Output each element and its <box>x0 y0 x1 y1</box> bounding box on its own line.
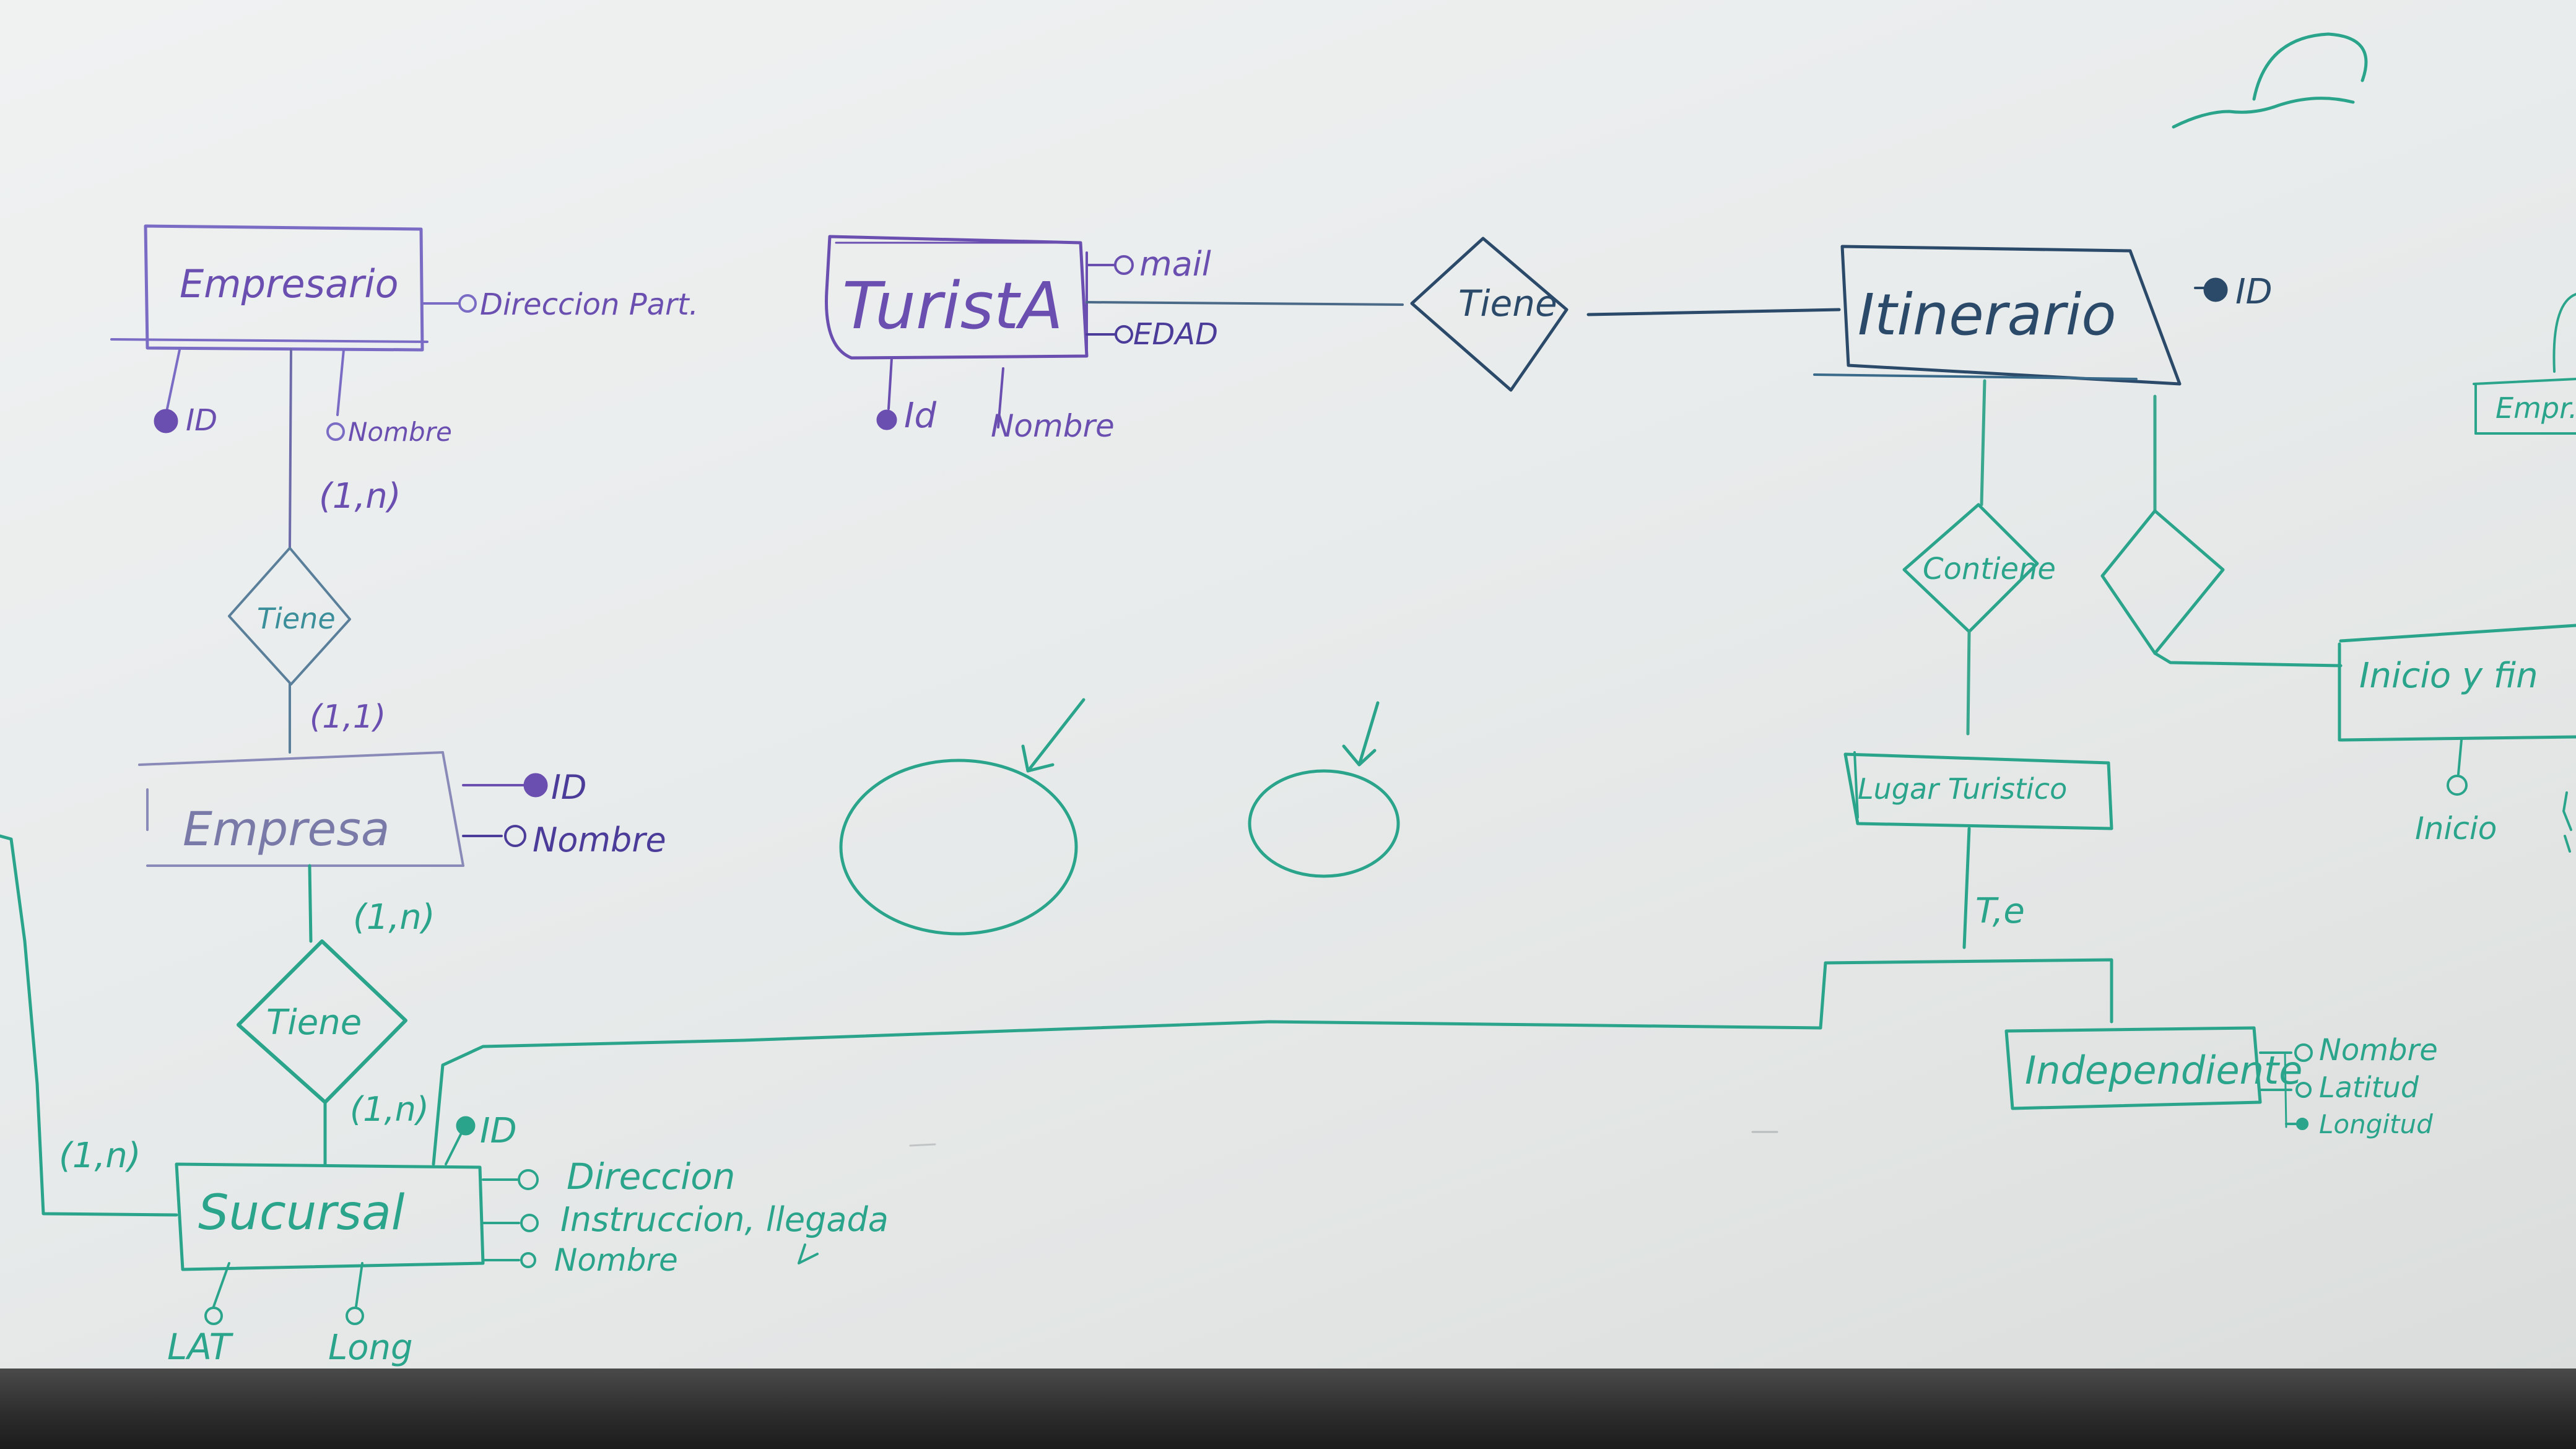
svg-text:Inicio: Inicio <box>2415 811 2497 846</box>
attr-independiente-nombre: Nombre <box>2259 1033 2438 1068</box>
entity-lugar-turistico-label: Lugar Turistico <box>1858 772 2067 806</box>
card-empresa-tiene-bottom: (1,n) <box>353 897 435 938</box>
relationship-tiene-empresario-empresa: Tiene <box>228 547 351 685</box>
attr-empresario-nombre: Nombre <box>326 349 452 447</box>
entity-empresario: Empresario <box>110 224 429 352</box>
svg-text:mail: mail <box>1139 245 1211 284</box>
entity-independiente-label: Independiente <box>2025 1048 2302 1093</box>
relationship-tiene-empresa-sucursal: Tiene <box>237 939 407 1104</box>
attr-independiente-latitud: Latitud <box>2259 1071 2419 1104</box>
attr-turista-mail: mail <box>1086 245 1211 357</box>
doodle-top-right <box>2172 32 2368 129</box>
svg-text:Longitud: Longitud <box>2319 1109 2433 1139</box>
relationship-unlabeled <box>2100 509 2225 655</box>
attr-sucursal-direccion: Direccion <box>482 1155 735 1198</box>
attr-itinerario-id: ID <box>2194 272 2273 312</box>
svg-text:Direccion: Direccion <box>567 1155 735 1198</box>
attr-sucursal-long: Long <box>328 1262 413 1368</box>
attr-empresa-id: ID <box>462 768 587 807</box>
attr-turista-id: Id <box>876 357 937 436</box>
svg-text:Instruccion, llegada: Instruccion, llegada <box>560 1200 889 1239</box>
svg-text:Id: Id <box>904 396 937 436</box>
card-sucursal-tiene: (1,n) <box>350 1090 429 1129</box>
svg-text:Nombre: Nombre <box>348 417 452 447</box>
svg-text:Latitud: Latitud <box>2319 1071 2419 1104</box>
entity-empresa-partial: Empr... <box>2473 293 2576 435</box>
entity-inicio-fin: Inicio y fin <box>2338 624 2576 742</box>
svg-text:ID: ID <box>2235 272 2273 312</box>
entity-independiente: Independiente <box>2004 1026 2302 1110</box>
whiteboard-tray <box>0 1368 2576 1449</box>
attr-sucursal-nombre: Nombre <box>482 1242 678 1278</box>
entity-empresa-partial-label: Empr... <box>2496 391 2576 425</box>
attr-turista-edad: EDAD <box>1086 317 1218 352</box>
attr-independiente-longitud: Longitud <box>2284 1051 2433 1139</box>
entity-empresa: Empresa <box>138 751 464 867</box>
entity-turista: TuristA <box>825 235 1089 360</box>
entity-turista-label: TuristA <box>842 268 1063 344</box>
attr-sucursal-instruccion: Instruccion, llegada <box>482 1200 889 1264</box>
entity-sucursal-label: Sucursal <box>198 1185 405 1241</box>
entity-lugar-turistico: Lugar Turistico <box>1843 751 2113 830</box>
svg-text:ID: ID <box>186 403 217 438</box>
card-sucursal-left: (1,n) <box>59 1136 141 1176</box>
entity-empresa-label: Empresa <box>183 801 389 856</box>
relationship-contiene: Contiene <box>1902 503 2056 633</box>
svg-text:LAT: LAT <box>167 1326 234 1368</box>
svg-text:ID: ID <box>551 768 587 807</box>
svg-text:Nombre: Nombre <box>533 820 666 859</box>
attr-sucursal-lat: LAT <box>167 1262 234 1368</box>
svg-text:Long: Long <box>328 1328 413 1368</box>
svg-text:EDAD: EDAD <box>1133 317 1218 352</box>
attr-inicio: Inicio <box>2415 739 2497 846</box>
card-empresa-tiene-top: (1,1) <box>310 698 386 736</box>
svg-text:Contiene: Contiene <box>1923 552 2056 586</box>
entity-itinerario-label: Itinerario <box>1858 282 2117 348</box>
relationship-tiene-turista-itinerario: Tiene <box>1410 237 1569 392</box>
svg-text:ID: ID <box>480 1111 517 1151</box>
svg-text:Nombre: Nombre <box>554 1242 678 1278</box>
entity-sucursal: Sucursal <box>175 1162 485 1271</box>
svg-text:Nombre: Nombre <box>2319 1033 2438 1068</box>
svg-text:Tiene: Tiene <box>257 602 336 635</box>
doodle-circle-large <box>839 698 1086 936</box>
specialization-label: T,e <box>1975 891 2025 931</box>
attr-turista-nombre: Nombre <box>991 367 1115 444</box>
svg-text:Tiene: Tiene <box>1458 282 1557 324</box>
entity-itinerario: Itinerario <box>1813 245 2182 386</box>
entity-inicio-fin-label: Inicio y fin <box>2359 656 2538 696</box>
svg-text:Tiene: Tiene <box>266 1003 362 1043</box>
attr-sucursal-id: ID <box>445 1111 517 1165</box>
entity-empresario-label: Empresario <box>180 261 399 307</box>
attr-empresa-nombre: Nombre <box>462 820 666 859</box>
doodle-circle-small <box>1248 701 1400 878</box>
card-empresario-tiene: (1,n) <box>319 476 401 516</box>
svg-text:Nombre: Nombre <box>991 408 1115 444</box>
attr-empresario-direccion: Direccion Part. <box>421 287 698 322</box>
attr-empresario-id: ID <box>154 349 217 438</box>
svg-text:Direccion Part.: Direccion Part. <box>480 287 698 322</box>
